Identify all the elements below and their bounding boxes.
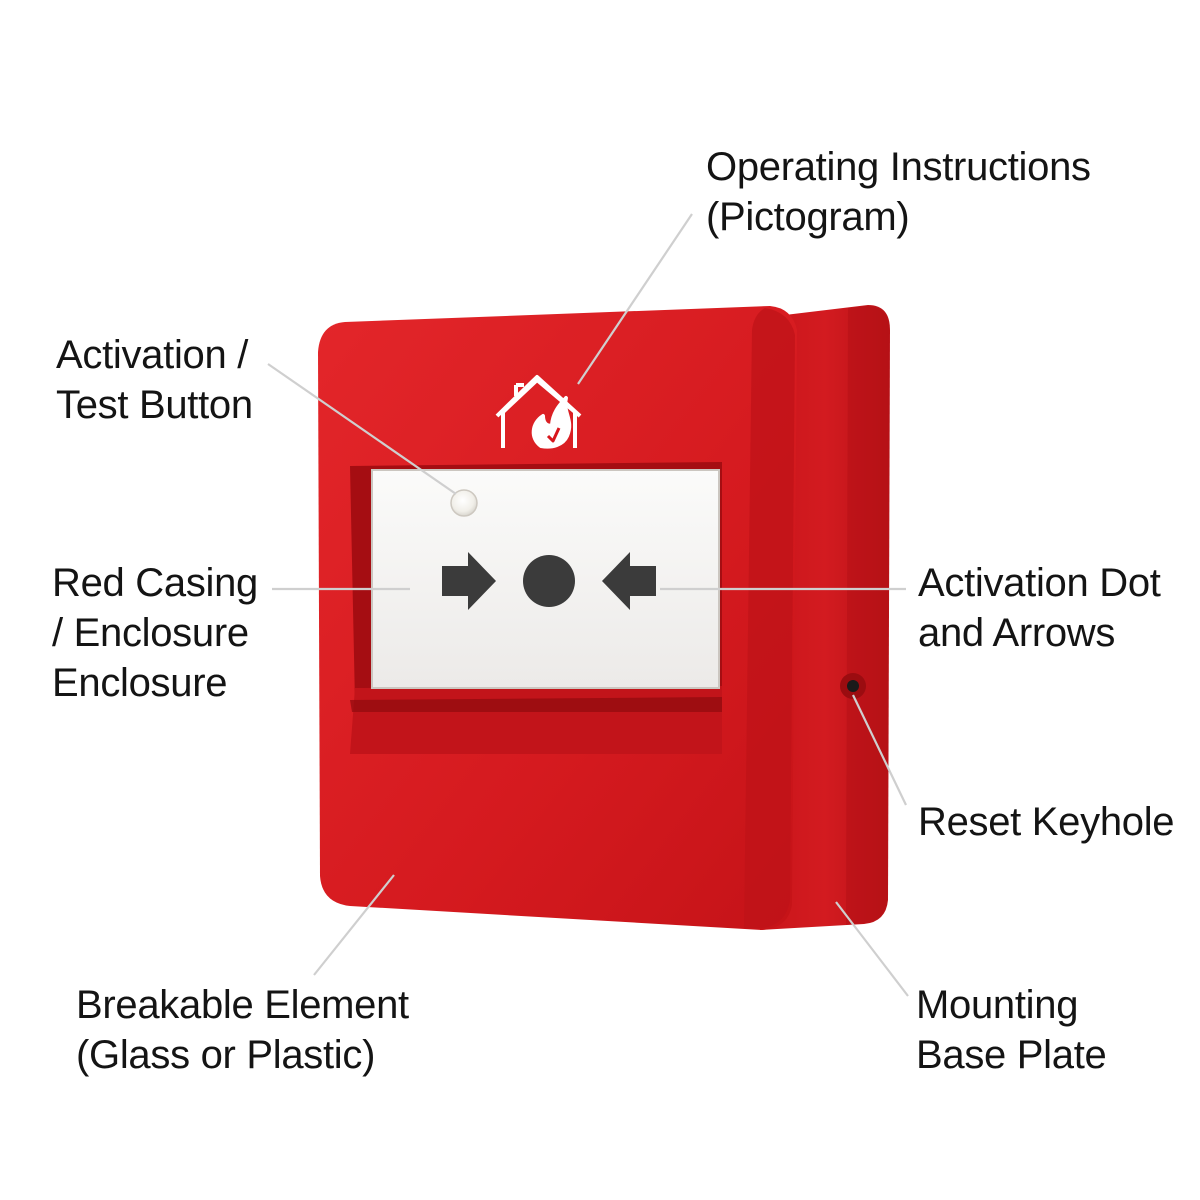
arrows-pointing-to-dot-icon: [442, 552, 656, 610]
callout-breakable-element: Breakable Element (Glass or Plastic): [76, 980, 409, 1080]
callout-line: / Enclosure: [52, 611, 249, 655]
left-arrow-icon: [442, 552, 496, 610]
base-plate-edge: [846, 306, 889, 925]
callout-line: Activation /: [56, 333, 249, 377]
callout-line: Breakable Element: [76, 983, 409, 1027]
house-fire-icon: [495, 375, 582, 449]
callout-line: Activation Dot: [918, 561, 1161, 605]
keyhole-icon: [840, 673, 866, 699]
callout-activation-dot-arrows: Activation Dot and Arrows: [918, 558, 1161, 658]
casing-bevel: [744, 308, 795, 928]
window-sill: [350, 686, 722, 754]
activation-dot: [523, 555, 575, 607]
callout-mounting-base-plate: Mounting Base Plate: [916, 980, 1107, 1080]
leader-breakable-element: [313, 874, 395, 976]
leader-operating-instructions: [577, 213, 693, 385]
leader-lines: [267, 213, 909, 997]
callout-line: and Arrows: [918, 611, 1116, 655]
callout-line: (Glass or Plastic): [76, 1033, 376, 1077]
callout-line: Red Casing: [52, 561, 259, 605]
callout-line: Base Plate: [916, 1033, 1107, 1077]
callout-reset-keyhole: Reset Keyhole: [918, 797, 1175, 847]
callout-line: Test Button: [56, 383, 253, 427]
leader-activation-button: [267, 363, 457, 495]
callout-red-casing: Red Casing / Enclosure Enclosure: [52, 558, 258, 708]
callout-line: Reset Keyhole: [918, 800, 1175, 844]
callout-line: Operating Instructions: [706, 145, 1091, 189]
callout-activation-test-button: Activation / Test Button: [56, 330, 253, 430]
callout-operating-instructions: Operating Instructions (Pictogram): [706, 142, 1091, 242]
activation-test-button: [450, 489, 478, 517]
callout-line: (Pictogram): [706, 195, 910, 239]
callout-line: Mounting: [916, 983, 1079, 1027]
right-arrow-icon: [602, 552, 656, 610]
leader-mounting-base: [835, 901, 909, 997]
callout-line: Enclosure: [52, 661, 228, 705]
window-sill-shadow: [350, 697, 722, 712]
leader-reset-keyhole: [852, 694, 907, 806]
